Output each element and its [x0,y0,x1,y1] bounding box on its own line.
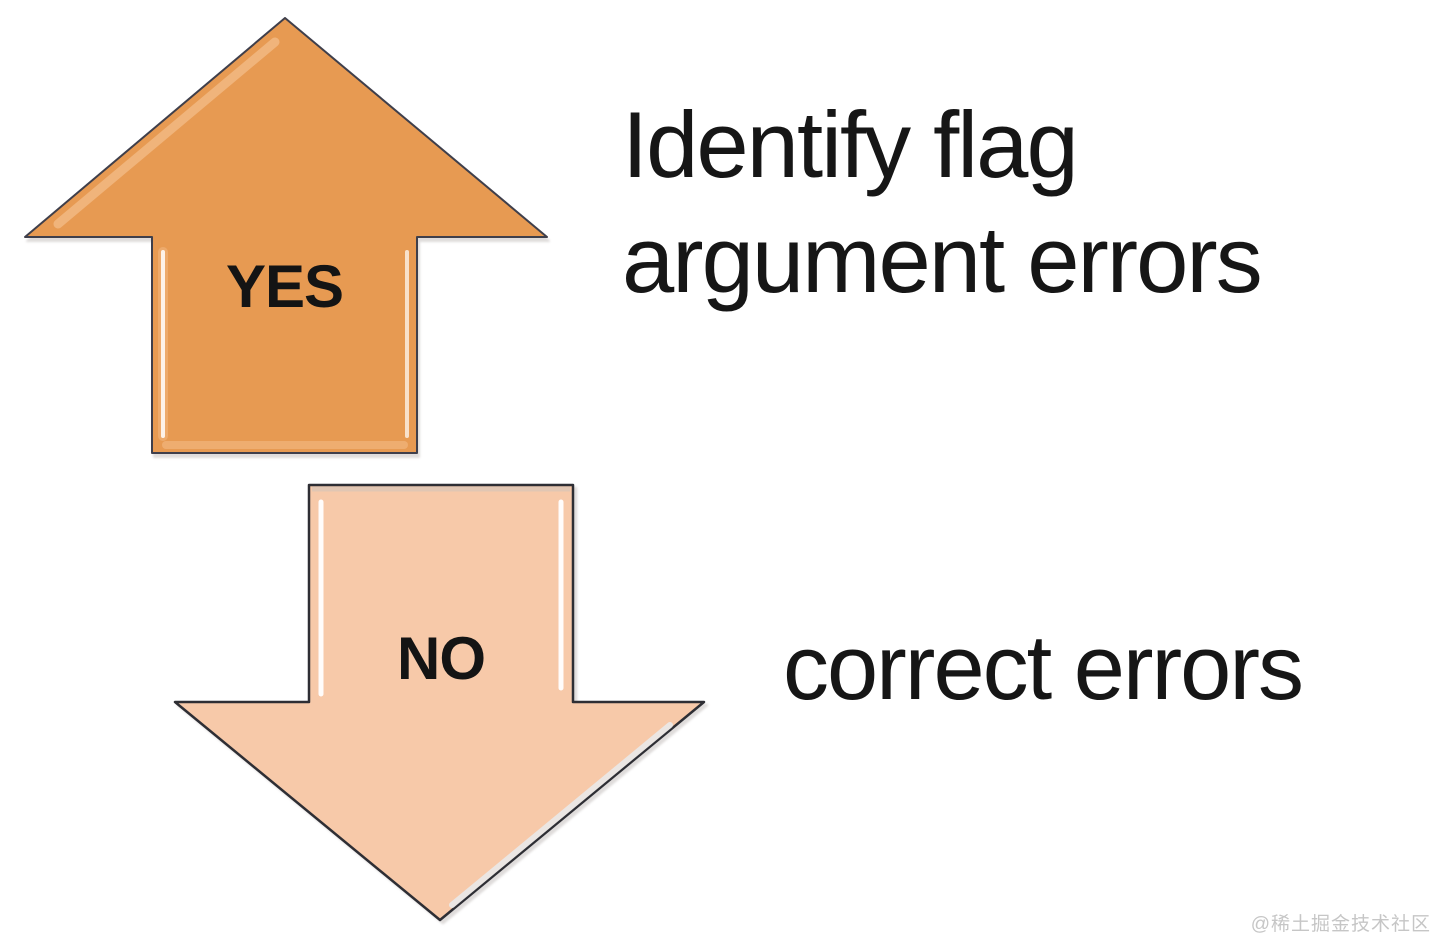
no-label: NO [397,625,486,692]
yes-caption: Identify flag argument errors [622,88,1263,317]
no-caption: correct errors [783,617,1304,719]
up-arrow-icon [24,17,548,454]
yes-caption-line2: argument errors [622,206,1263,312]
watermark: @稀土掘金技术社区 [1250,914,1431,935]
down-arrow-gloss-diagonal [449,722,673,908]
yes-caption-line1: Identify flag [622,92,1079,197]
yes-label: YES [225,253,344,320]
down-arrow-polygon [173,483,706,922]
down-arrow-icon [173,483,706,922]
up-arrow-bevel-topleft [53,37,280,229]
up-arrow-polygon [24,17,548,454]
